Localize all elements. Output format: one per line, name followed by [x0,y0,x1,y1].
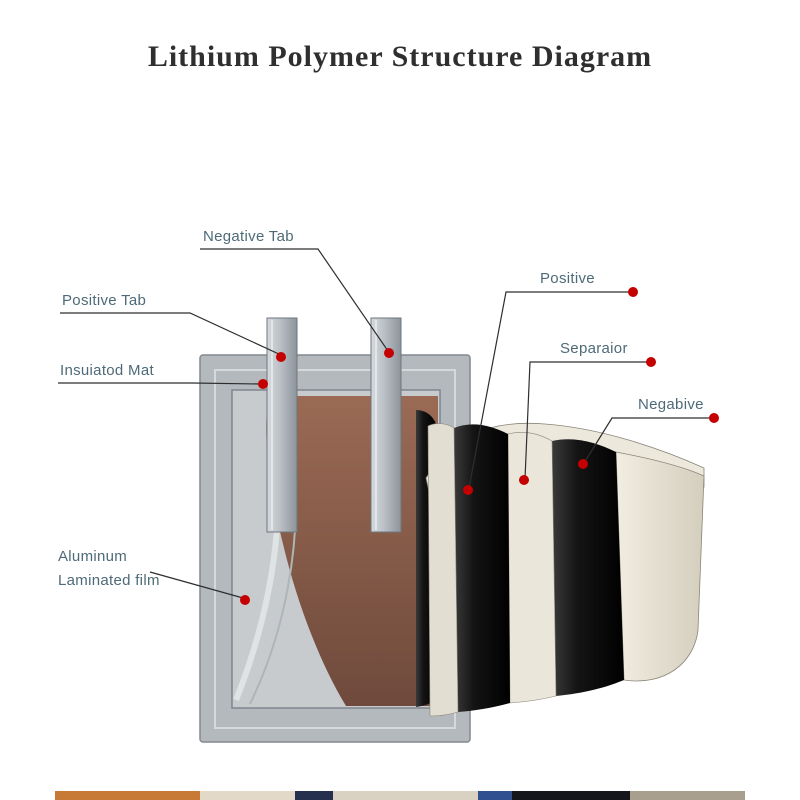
aluminum-film-leader [149,571,244,599]
strip-segment [478,791,512,800]
label-negative-tab: Negative Tab [203,228,294,245]
marker-dots [240,287,719,605]
label-insulated-mat: Insuiatod Mat [60,362,154,379]
positive-tab-dot [276,352,286,362]
insulated-mat-dot [258,379,268,389]
positive-tab-leader [60,312,282,356]
positive-electrode-sheet [454,424,510,712]
strip-segment [295,791,333,800]
negative-electrode-sheet [552,439,624,696]
negative-label-dot [709,413,719,423]
strip-segment [512,791,630,800]
bottom-strip [55,791,745,800]
separator-sheet-right [615,451,705,682]
separator-label-dot [646,357,656,367]
strip-segment [200,791,295,800]
aluminum-film-dot [240,595,250,605]
label-separator: Separaior [560,340,628,357]
layer-stack [425,422,705,717]
negative-tab-leader [200,248,389,352]
separator-leader [524,361,651,480]
page-title: Lithium Polymer Structure Diagram [147,40,653,73]
strip-segment [630,791,745,800]
strip-segment [333,791,478,800]
label-negative: Negabive [638,396,704,413]
negative-tab-dot [384,348,394,358]
front-film-sheet [427,423,459,717]
leader-lines [58,248,714,599]
negative-leader [583,417,714,464]
positive-layer-dot [463,485,473,495]
positive-label-dot [628,287,638,297]
insulated-mat-leader [58,382,262,385]
separator-sheet-middle [507,431,557,704]
label-positive: Positive [540,270,595,287]
strip-segment [55,791,200,800]
positive-leader [468,291,633,489]
negative-layer-dot [578,459,588,469]
separator-layer-dot [519,475,529,485]
label-aluminum-line1: Aluminum [58,548,128,565]
label-aluminum-line2: Laminated film [58,572,160,589]
label-positive-tab: Positive Tab [62,292,147,309]
